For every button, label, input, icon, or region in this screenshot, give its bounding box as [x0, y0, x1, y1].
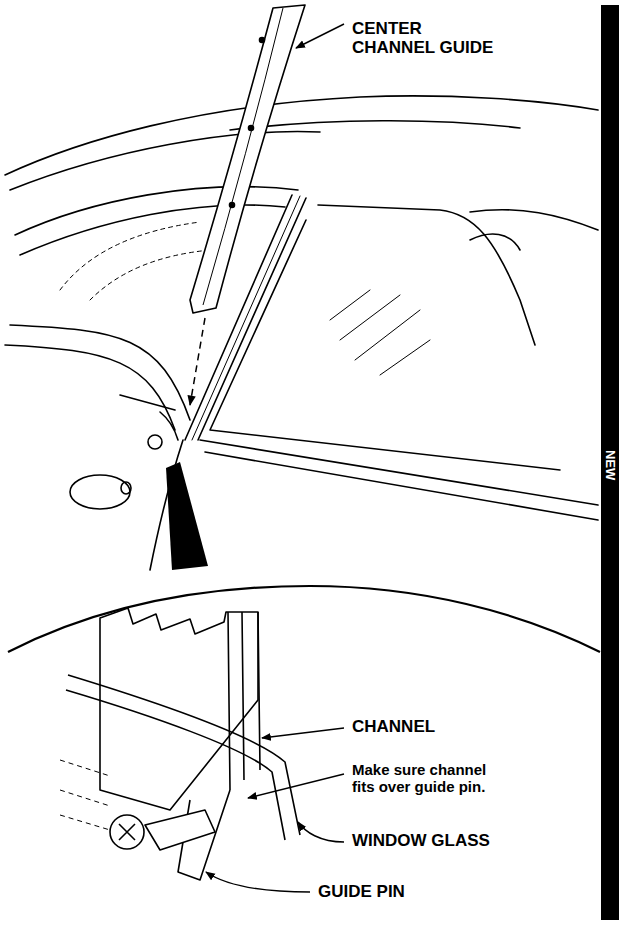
roof-panel — [230, 121, 520, 130]
center-channel-guide — [190, 5, 305, 313]
leader-lines — [206, 24, 344, 892]
detail-view — [60, 608, 300, 880]
window-glass-edge — [68, 675, 300, 835]
channel-guide-body — [190, 5, 305, 313]
belt-line — [10, 325, 190, 420]
quarter-panel — [470, 210, 598, 230]
door-line — [205, 452, 598, 520]
glass-hatching — [330, 290, 430, 375]
mounting-hole — [249, 126, 254, 131]
rear-window — [318, 205, 535, 345]
leader-line — [262, 728, 344, 738]
part-label: Make sure channel fits over guide pin. — [352, 762, 507, 795]
door-handle — [70, 475, 130, 509]
part-label: CENTER CHANNEL GUIDE — [352, 20, 502, 57]
part-label: WINDOW GLASS — [352, 832, 490, 851]
leader-line — [248, 774, 344, 798]
mounting-hole — [260, 38, 265, 43]
part-label: GUIDE PIN — [318, 883, 405, 902]
door-trim — [120, 395, 175, 410]
car-body — [5, 96, 598, 570]
roof-edge — [10, 132, 320, 190]
leader-line — [206, 872, 310, 892]
leader-line — [296, 24, 344, 48]
install-arrow — [190, 318, 205, 405]
hidden-line — [60, 760, 110, 830]
rear-window — [210, 220, 560, 470]
channel-plate — [100, 608, 258, 810]
magnifier-circle — [8, 586, 600, 652]
guide-pin-small — [148, 435, 162, 449]
mirror-mount — [160, 412, 178, 440]
part-label: CHANNEL — [352, 718, 435, 737]
roof-line — [5, 96, 598, 175]
interior-seat — [60, 222, 200, 290]
channel-rail — [228, 612, 260, 790]
leader-line — [298, 822, 344, 842]
belt-line — [5, 345, 175, 430]
magnifier-wedge — [166, 462, 208, 570]
screw-slot — [119, 824, 135, 840]
guide-pin-body — [145, 810, 215, 850]
channel-guide-rib — [203, 8, 283, 305]
quarter-panel — [470, 234, 520, 250]
side-bar — [601, 5, 619, 920]
center-pillar — [185, 195, 292, 440]
center-pillar — [192, 196, 300, 440]
window-frame — [20, 205, 285, 255]
door-line — [200, 440, 598, 505]
window-frame — [15, 187, 298, 235]
mounting-hole — [230, 203, 235, 208]
key-cylinder — [121, 482, 131, 494]
stamp-text: NEW — [603, 450, 617, 480]
screw-head — [110, 815, 144, 849]
